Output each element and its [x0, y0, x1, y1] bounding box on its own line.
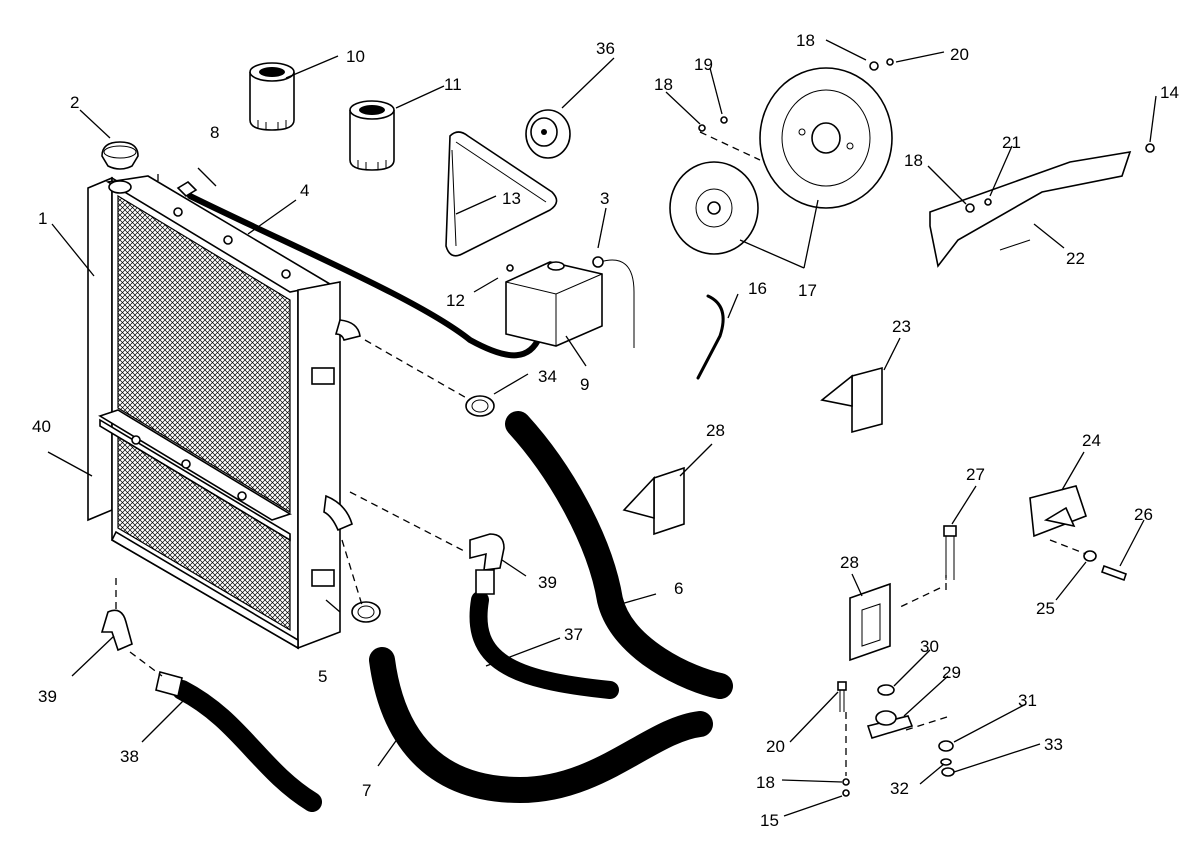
callout-20-lower: 20 — [766, 737, 785, 756]
callout-11: 11 — [444, 75, 462, 94]
hose-6 — [505, 411, 733, 699]
hose-37 — [469, 591, 619, 699]
callout-38: 38 — [120, 747, 139, 766]
callout-22: 22 — [1066, 249, 1085, 268]
callout-20-top: 20 — [950, 45, 969, 64]
overflow-hose — [187, 193, 543, 359]
callout-2: 2 — [70, 93, 79, 112]
callout-18-lower: 18 — [756, 773, 775, 792]
callout-23: 23 — [892, 317, 911, 336]
callout-30: 30 — [920, 637, 939, 656]
bracket-28-upper — [622, 466, 685, 536]
bolt-26 — [1100, 564, 1128, 582]
callout-39-left: 39 — [38, 687, 57, 706]
callout-21: 21 — [1002, 133, 1021, 152]
filter-11 — [349, 100, 395, 171]
bracket-24 — [1029, 485, 1088, 538]
drive-plate-large — [759, 67, 893, 209]
hose-7 — [369, 647, 713, 804]
callout-labels: 1 2 3 4 5 6 7 8 9 10 11 12 13 14 15 16 1… — [32, 31, 1179, 830]
bolt-27 — [943, 525, 957, 580]
washer-15 — [842, 789, 850, 797]
callout-29: 29 — [942, 663, 961, 682]
filter-10 — [249, 62, 295, 131]
elbow-fitting-39-right — [469, 533, 505, 571]
hose-connector-38 — [155, 671, 183, 697]
callout-7: 7 — [362, 781, 371, 800]
callout-3: 3 — [600, 189, 609, 208]
elbow-fitting-39-left — [100, 609, 133, 652]
callout-13: 13 — [502, 189, 521, 208]
callout-18-bracket: 18 — [904, 151, 923, 170]
washer-25 — [1083, 550, 1097, 562]
callout-40: 40 — [32, 417, 51, 436]
washer-18-lower — [842, 778, 850, 786]
drive-belt — [445, 131, 558, 257]
callout-26: 26 — [1134, 505, 1153, 524]
sensor-lead — [696, 294, 725, 380]
engine-mount-29 — [866, 710, 914, 739]
callout-4: 4 — [300, 181, 309, 200]
radiator-cap — [101, 141, 139, 170]
drive-plate-small — [669, 161, 759, 255]
washer-32 — [940, 758, 952, 766]
bracket-22 — [929, 150, 1132, 268]
callout-19: 19 — [694, 55, 713, 74]
washer-18-bracket — [965, 203, 975, 213]
washer-30 — [877, 684, 895, 696]
callout-5: 5 — [318, 667, 327, 686]
hose-clamp-5 — [351, 601, 381, 623]
washer-18-left — [698, 124, 706, 132]
hose-38 — [172, 680, 322, 812]
alignment-lines — [115, 131, 1087, 776]
callout-1: 1 — [38, 209, 47, 228]
bracket-23 — [820, 366, 883, 434]
washer-31 — [938, 740, 954, 752]
callout-8: 8 — [210, 123, 219, 142]
coolant-tank — [505, 256, 635, 348]
callout-25: 25 — [1036, 599, 1055, 618]
pulley — [525, 109, 571, 159]
callout-15: 15 — [760, 811, 779, 830]
callout-39-right: 39 — [538, 573, 557, 592]
bolt-20-lower — [837, 681, 847, 712]
hose-fitting-8 — [176, 180, 198, 198]
callout-28-upper: 28 — [706, 421, 725, 440]
callout-34: 34 — [538, 367, 557, 386]
callout-9: 9 — [580, 375, 589, 394]
bolt-14 — [1145, 143, 1155, 153]
callout-6: 6 — [674, 579, 683, 598]
radiator-assembly — [87, 175, 361, 650]
callout-33: 33 — [1044, 735, 1063, 754]
washer-18-top — [869, 61, 879, 71]
bracket-28-lower — [849, 582, 891, 662]
callout-leaders — [47, 39, 1157, 817]
callout-17: 17 — [798, 281, 817, 300]
callout-37: 37 — [564, 625, 583, 644]
callout-36: 36 — [596, 39, 615, 58]
callout-10: 10 — [346, 47, 365, 66]
callout-16: 16 — [748, 279, 767, 298]
callout-18-left: 18 — [654, 75, 673, 94]
hose-connector-37 — [475, 569, 495, 595]
bolt-19 — [720, 116, 728, 124]
bolt-20-top — [886, 58, 894, 66]
callout-27: 27 — [966, 465, 985, 484]
callout-28-lower: 28 — [840, 553, 859, 572]
callout-31: 31 — [1018, 691, 1037, 710]
callout-24: 24 — [1082, 431, 1101, 450]
bolt-21 — [984, 198, 992, 206]
nut-33 — [941, 767, 955, 777]
callout-18-top: 18 — [796, 31, 815, 50]
callout-32: 32 — [890, 779, 909, 798]
callout-14: 14 — [1160, 83, 1179, 102]
hose-clamp-34 — [465, 395, 495, 417]
callout-12: 12 — [446, 291, 465, 310]
